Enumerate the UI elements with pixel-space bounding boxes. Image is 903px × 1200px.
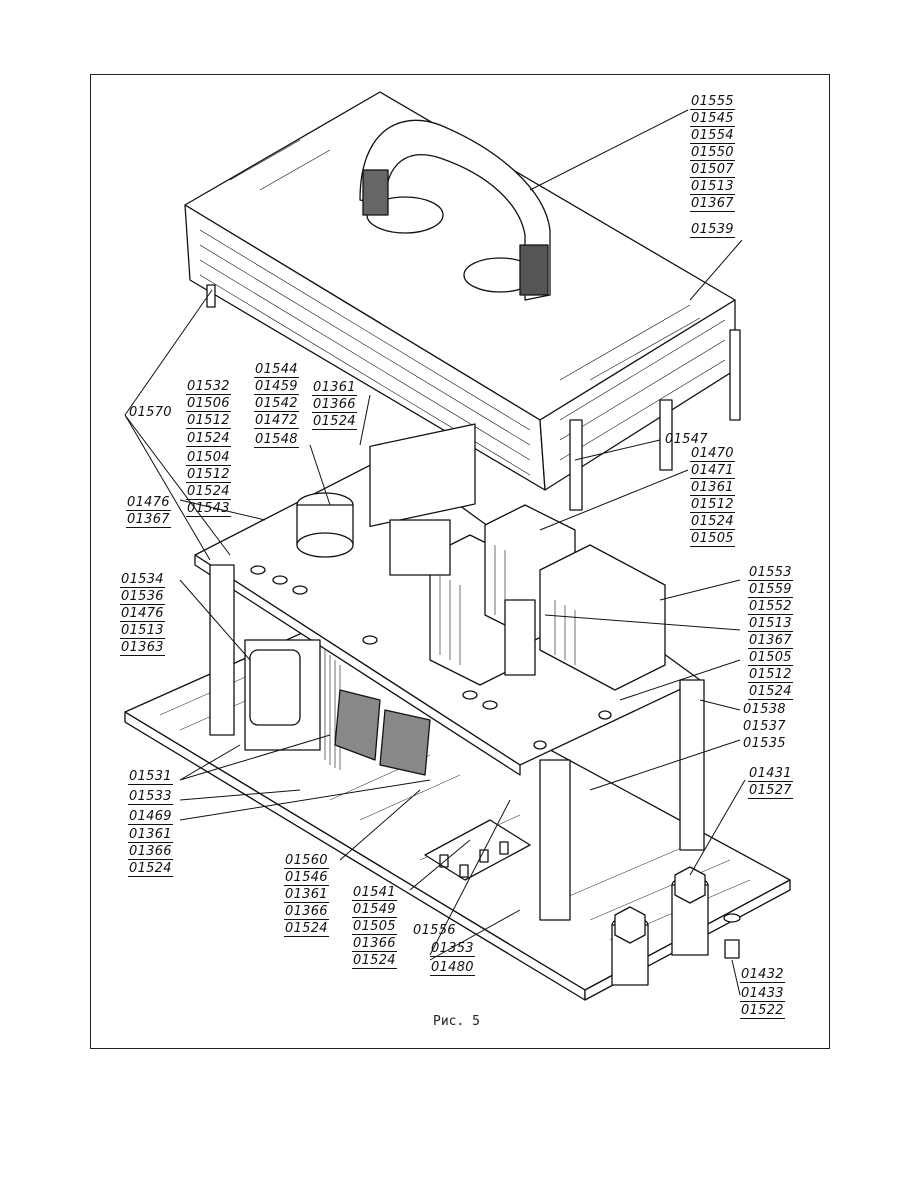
handle (359, 119, 551, 301)
connectors (611, 866, 741, 986)
part-label: 01512 (690, 497, 735, 513)
part-label: 01553 (748, 565, 793, 581)
figure-frame (90, 74, 830, 1049)
part-label: 01513 (748, 616, 793, 632)
part-label: 01524 (312, 414, 357, 430)
part-label: 01524 (748, 684, 793, 700)
part-label: 01552 (748, 599, 793, 615)
part-label-cover-pin: 01547 (665, 432, 708, 447)
part-label: 01560 (284, 853, 329, 869)
part-label: 01531 (128, 769, 173, 785)
part-label: 01469 (128, 809, 173, 825)
part-label: 01505 (352, 919, 397, 935)
part-label: 01545 (690, 111, 735, 127)
part-label: 01367 (690, 196, 735, 212)
part-label: 01536 (120, 589, 165, 605)
part-label: 01532 (186, 379, 231, 395)
part-label: 01431 (748, 766, 793, 782)
terminal-strip (424, 819, 531, 881)
part-label: 01512 (748, 667, 793, 683)
part-label: 01367 (126, 512, 171, 528)
part-label: 01459 (254, 379, 299, 395)
part-label: 01505 (690, 531, 735, 547)
part-label-cover-left: 01570 (129, 405, 172, 420)
part-label: 01470 (690, 446, 735, 462)
part-label: 01361 (284, 887, 329, 903)
cover (184, 91, 741, 511)
part-label: 01537 (743, 719, 786, 734)
part-label: 01548 (254, 432, 299, 448)
part-label: 01533 (128, 789, 173, 805)
part-label: 01527 (748, 783, 793, 799)
part-label: 01361 (312, 380, 357, 396)
part-label: 01512 (186, 467, 231, 483)
part-label-cover: 01539 (690, 222, 735, 238)
relays (429, 504, 666, 691)
part-label: 01524 (128, 861, 173, 877)
part-label: 01524 (186, 484, 231, 500)
leader-lines (124, 109, 746, 996)
transformer (244, 639, 431, 776)
part-label: 01524 (186, 431, 231, 447)
part-label: 01549 (352, 902, 397, 918)
part-label: 01524 (284, 921, 329, 937)
part-label: 01361 (690, 480, 735, 496)
part-label: 01559 (748, 582, 793, 598)
part-label: 01543 (186, 501, 231, 517)
part-label: 01361 (128, 827, 173, 843)
part-label: 01366 (352, 936, 397, 952)
part-label: 01538 (743, 702, 786, 717)
part-label: 01541 (352, 885, 397, 901)
part-label: 01476 (120, 606, 165, 622)
part-label: 01534 (120, 572, 165, 588)
part-label: 01546 (284, 870, 329, 886)
part-label: 01480 (430, 960, 475, 976)
part-label: 01556 (413, 923, 456, 938)
part-label: 01432 (740, 967, 785, 983)
part-label: 01513 (690, 179, 735, 195)
part-label: 01472 (254, 413, 299, 429)
part-label: 01550 (690, 145, 735, 161)
coil (296, 423, 536, 676)
part-label: 01433 (740, 986, 785, 1002)
part-label: 01524 (690, 514, 735, 530)
part-label: 01366 (128, 844, 173, 860)
part-label: 01535 (743, 736, 786, 751)
part-label: 01555 (690, 94, 735, 110)
part-label: 01471 (690, 463, 735, 479)
part-label: 01544 (254, 362, 299, 378)
part-label: 01366 (284, 904, 329, 920)
part-label: 01366 (312, 397, 357, 413)
part-label: 01522 (740, 1003, 785, 1019)
part-label: 01353 (430, 941, 475, 957)
part-label: 01363 (120, 640, 165, 656)
part-label: 01554 (690, 128, 735, 144)
part-label: 01506 (186, 396, 231, 412)
part-label: 01476 (126, 495, 171, 511)
part-label: 01542 (254, 396, 299, 412)
part-label: 01513 (120, 623, 165, 639)
part-label: 01505 (748, 650, 793, 666)
part-label: 01524 (352, 953, 397, 969)
part-label: 01367 (748, 633, 793, 649)
figure-caption: Рис. 5 (433, 1014, 480, 1029)
part-label: 01507 (690, 162, 735, 178)
part-label: 01512 (186, 413, 231, 429)
part-label: 01504 (186, 450, 231, 466)
